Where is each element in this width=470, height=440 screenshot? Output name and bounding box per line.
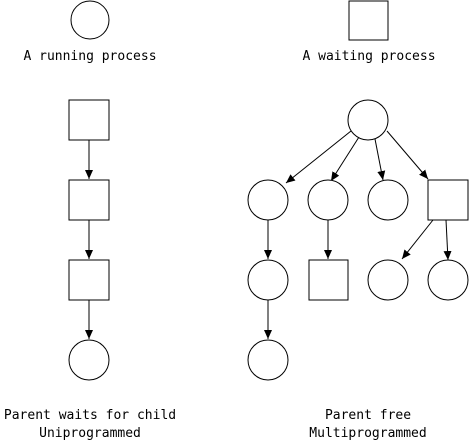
tree-edge [374,138,386,181]
tree-edge [330,136,360,182]
tree-edge [401,219,434,260]
multiprogrammed-caption-line1: Parent free [325,408,411,423]
running-process-node [247,179,289,221]
legend: A running process A waiting process [23,0,436,64]
uniprogrammed-caption-line1: Parent waits for child [4,408,176,423]
multiprogrammed-caption-line2: Multiprogrammed [309,426,426,440]
uniprogrammed-caption-line2: Uniprogrammed [39,426,141,440]
waiting-process-legend-label: A waiting process [302,49,435,64]
root-running-process-node [347,99,389,141]
tree-edge [386,130,429,180]
tree-edge [443,219,452,261]
multiprogrammed-tree [247,99,469,381]
running-process-node [367,179,409,221]
waiting-process-node [68,259,110,301]
waiting-process-node [427,179,469,221]
waiting-process-node [68,99,110,141]
uniprogrammed-chain [68,99,110,381]
running-process-node [247,339,289,381]
waiting-process-node [68,179,110,221]
tree-edge [285,130,352,184]
running-process-node [427,259,469,301]
waiting-process-legend-square [348,0,389,41]
running-process-node [307,179,349,221]
running-process-legend-circle [70,0,110,40]
captions: Parent waits for child Uniprogrammed Par… [4,408,427,440]
running-process-node [367,259,409,301]
waiting-process-node [308,259,349,301]
running-process-node [68,339,110,381]
running-process-node [247,259,289,301]
running-process-legend-label: A running process [23,49,156,64]
